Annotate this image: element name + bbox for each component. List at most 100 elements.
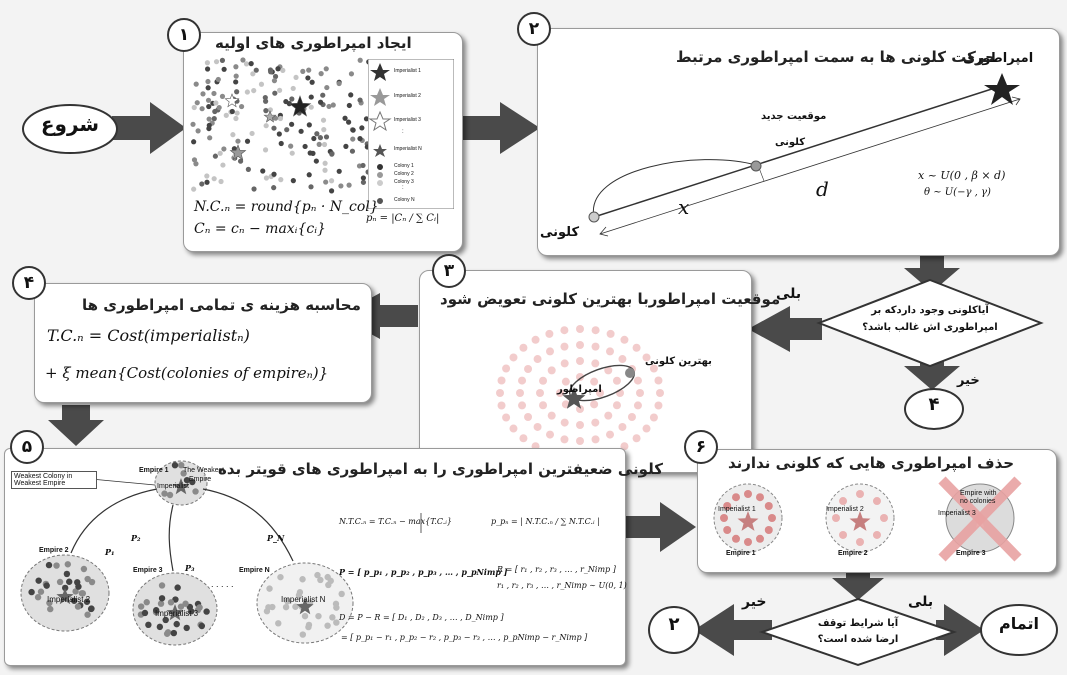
colony-dot [328,178,335,184]
colony-dot [244,138,251,144]
imperialist-star-icon [224,93,240,108]
colony-dot [271,171,277,177]
legend-imp1: Imperialist 1 [394,68,421,74]
colony-dot [251,87,257,94]
formula-nc: N.C.ₙ = round{pₙ · N_col} [194,199,379,215]
imperialist-star-icon [849,511,871,531]
colony-dot [283,98,289,105]
colony-dot [560,326,569,335]
empire1-label: Empire 1 [139,467,169,474]
legend-imp2: Imperialist 2 [394,93,421,99]
colony-dot [221,146,227,152]
colony-dot [70,597,78,604]
colony-dot [53,562,60,569]
colony-dot [627,413,636,421]
colony-dot [329,151,335,157]
colony-dot [723,526,732,534]
colony-dot [502,413,511,422]
weakest-colony-note: Weakest Colony in Weakest Empire [11,471,97,489]
panel1-title: ایجاد امپراطوری های اولیه [215,34,412,52]
colony-dot [75,583,82,590]
colony-dot [632,343,641,352]
eq-D-vector: D = P − R = [ D₁ , D₂ , D₃ , … , D_Nimp … [339,613,504,622]
colony-dot [591,326,600,335]
colony-dot [212,153,218,159]
colony-dot [350,127,356,133]
elim-empire3: Empire 3 [956,550,986,557]
colony-dot [302,143,308,150]
colony-dot [191,157,198,163]
colony-label: کلونی [540,225,580,240]
colony-dot [83,598,91,605]
colony-dot [43,582,50,589]
colony-dot [346,102,352,109]
prob-p3: P₃ [185,563,195,573]
colony-dot [323,66,329,72]
colony-dot [316,141,322,147]
end-terminal [980,604,1058,656]
goto-2-label: ۲ [668,614,680,635]
colony-dot [183,476,191,484]
colony-dot [338,183,344,189]
colony-dot [330,102,336,108]
colony-dot [856,490,864,498]
colony-dot [192,488,199,495]
imperialist-star-icon [56,588,74,605]
colony-dot [756,493,764,502]
colony-dot [174,584,181,591]
colony-dot [360,175,366,181]
colony-dot [161,490,168,497]
colony-dot [328,188,335,194]
colony-dot [276,131,282,137]
legend-col3: Colony 3 [394,179,414,185]
colony-dot [576,405,584,413]
colony-dot [45,561,53,569]
goto-4-connector [904,388,964,430]
panel6-number: ۶ [684,430,718,464]
colony-dot [317,576,324,584]
colony-dot [204,179,210,185]
colony-dot [591,418,600,427]
imperialist-star-icon [172,478,190,495]
colony-dot [604,411,613,420]
colony-dot [518,401,527,410]
colony-dot [205,78,211,85]
colony-dot [235,138,241,144]
colony-dot [277,573,284,581]
colony-dot [180,470,187,477]
colony-dot [253,67,259,73]
colony-dot [560,359,569,368]
colony-dot [305,623,312,631]
colony-dot [317,99,324,105]
colony-dot [323,179,329,185]
arrow-1-to-2 [462,102,540,154]
colony-dot [357,57,363,63]
weakest-empire-line1: The Weakest [183,467,225,474]
panel-swap-best-colony [419,270,752,473]
colony-dot [656,389,664,397]
arrow-start-to-1 [112,102,186,154]
arrow-2-to-decision1 [904,254,960,292]
arrow-decision2-no [694,604,772,656]
panel3-number: ۳ [432,254,466,288]
colony-dot [649,413,658,422]
colony-dot [642,353,651,362]
colony-dot [308,94,314,100]
colony-dot [756,534,764,543]
colony-dot [206,116,212,122]
colony-dot [348,92,354,98]
colony-dot [576,437,584,445]
colony-dot [322,160,328,166]
arrow-6-to-decision2 [832,570,884,600]
colony-dot [289,121,295,127]
legend-colony-3-icon [377,180,383,186]
colony-dot [604,366,613,375]
arrow-decision1-yes [748,306,822,352]
colony-dot [61,584,69,592]
colony-dot [170,629,178,637]
colony-dot [329,614,336,621]
colony-dot [234,89,240,95]
colony-dot [233,73,239,79]
panel2-number: ۲ [517,12,551,46]
